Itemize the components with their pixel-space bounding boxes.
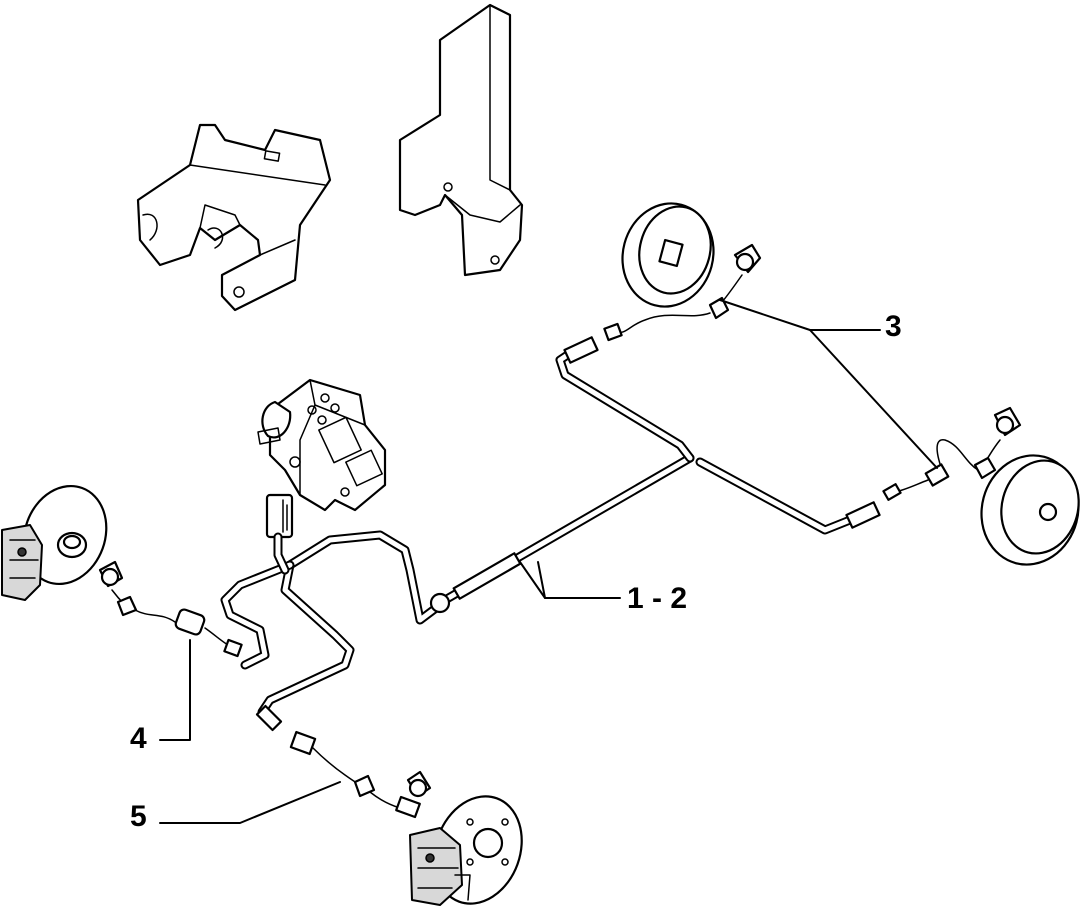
leader-lines: [159, 299, 938, 824]
rear-left-speed-sensor: [603, 243, 762, 342]
callout-4: 4: [130, 722, 147, 755]
harness-connector: [265, 493, 294, 539]
rear-left-drum: [621, 202, 715, 308]
front-right-caliper: [409, 827, 471, 906]
front-left-speed-sensor: [98, 560, 243, 658]
rear-right-drum: [980, 454, 1080, 566]
callout-1-2: 1 - 2: [627, 582, 687, 615]
callout-3: 3: [885, 310, 902, 343]
support-plate: [398, 3, 524, 277]
mounting-bracket: [136, 123, 332, 312]
front-left-caliper: [1, 524, 43, 601]
front-left-disc: [22, 484, 108, 586]
front-right-speed-sensor: [289, 730, 432, 819]
rear-right-speed-sensor: [882, 406, 1022, 501]
abs-hydraulic-unit: [257, 378, 387, 512]
callout-5: 5: [130, 800, 147, 833]
brake-pipes: [220, 336, 881, 732]
